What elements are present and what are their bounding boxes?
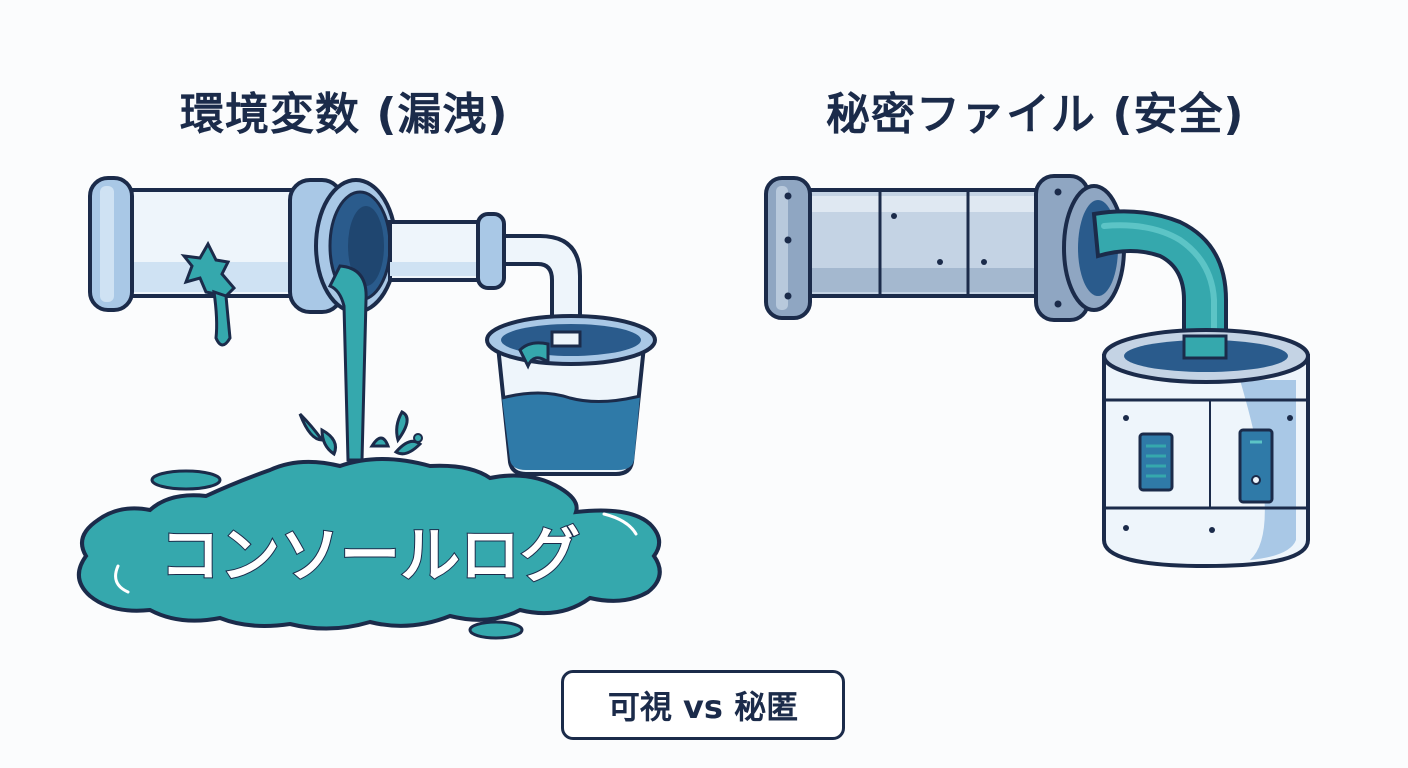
leaking-pipe-icon [88,176,582,347]
splash-droplets [298,410,423,457]
sealed-pipe-icon [764,174,1228,372]
bucket-icon [485,314,657,476]
puddle-label: コンソールログ [160,521,580,591]
puddle-icon: コンソールログ [77,457,662,640]
title-environment-variables: 環境変数 (漏洩) [180,89,509,140]
secure-canister-icon [1102,328,1310,569]
title-secret-file: 秘密ファイル (安全) [826,89,1245,140]
footer-comparison-label: 可視 vs 秘匿 [561,670,845,740]
